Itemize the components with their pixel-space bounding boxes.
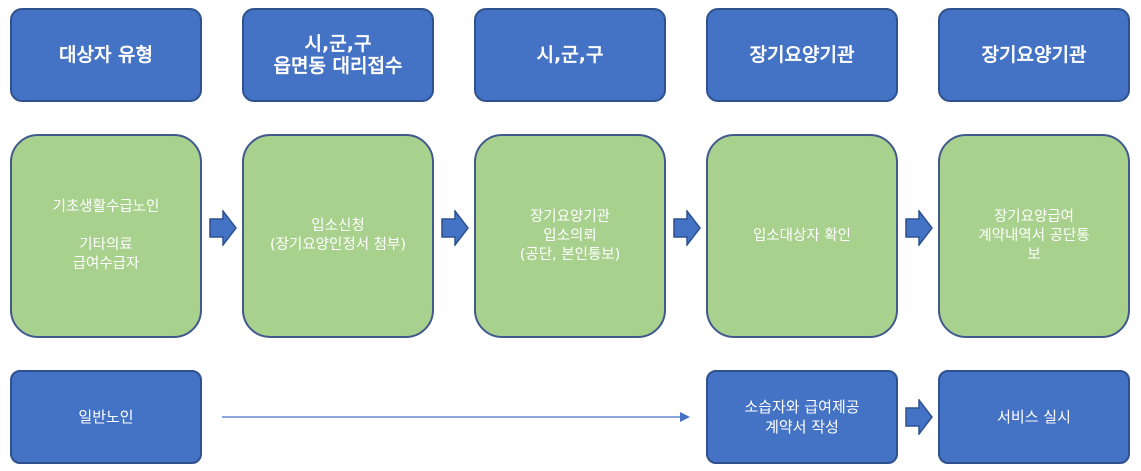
service-label: 서비스 실시 [997,408,1071,426]
long-arrow-icon [222,412,690,422]
step-eligible-recipients: 기초생활수급노인 기타의료 급여수급자 [10,134,202,338]
header-care-facility: 장기요양기관 [706,8,898,102]
header-label: 대상자 유형 [58,44,153,66]
header-label: 시,군,구 [536,44,604,66]
header-care-facility-2: 장기요양기관 [938,8,1130,102]
header-proxy-reception: 시,군,구 읍면동 대리접수 [242,8,434,102]
step-contract-notice: 장기요양급여 계약내역서 공단통 보 [938,134,1130,338]
right-arrow-icon [905,399,933,435]
general-elderly-box: 일반노인 [10,370,202,464]
header-local-government: 시,군,구 [474,8,666,102]
step-admission-application: 입소신청 (장기요양인정서 첨부) [242,134,434,338]
right-arrow-icon [673,210,701,246]
header-label: 장기요양기관 [981,44,1087,66]
header-target-type: 대상자 유형 [10,8,202,102]
general-elderly-label: 일반노인 [78,408,134,426]
contract-label: 소습자와 급여제공 계약서 작성 [744,398,860,436]
header-label: 시,군,구 읍면동 대리접수 [273,33,403,77]
right-arrow-icon [209,210,237,246]
contract-box: 소습자와 급여제공 계약서 작성 [706,370,898,464]
step-label: 입소대상자 확인 [753,227,851,244]
step-label: 장기요양급여 계약내역서 공단통 보 [978,208,1090,263]
step-admission-request: 장기요양기관 입소의뢰 (공단, 본인통보) [474,134,666,338]
right-arrow-icon [905,210,933,246]
service-box: 서비스 실시 [938,370,1130,464]
step-label: 장기요양기관 입소의뢰 (공단, 본인통보) [519,208,621,263]
header-label: 장기요양기관 [749,44,855,66]
step-label: 입소신청 (장기요양인정서 첨부) [270,218,406,253]
right-arrow-icon [441,210,469,246]
step-verify-admission: 입소대상자 확인 [706,134,898,338]
step-label: 기초생활수급노인 기타의료 급여수급자 [52,199,160,272]
